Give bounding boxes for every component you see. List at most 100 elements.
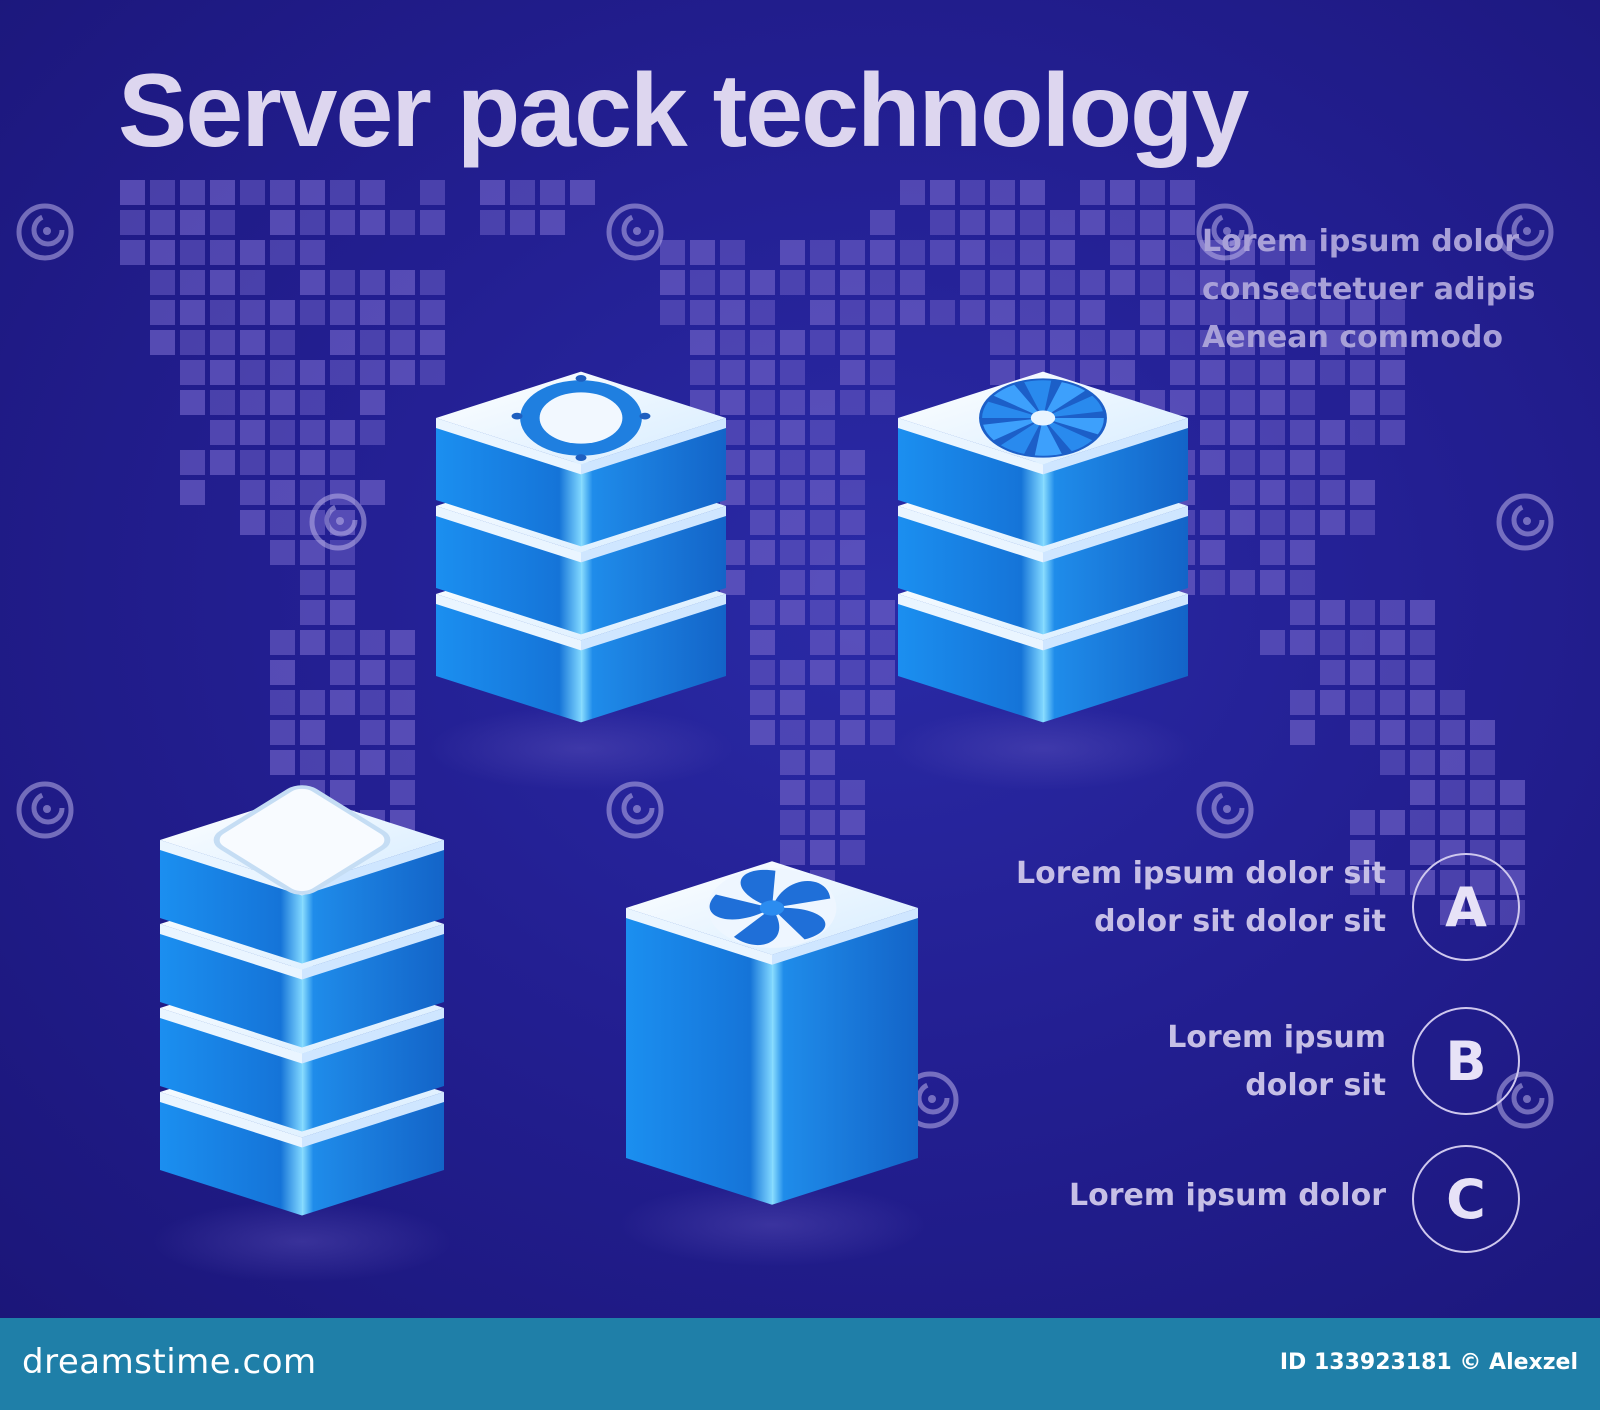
map-pixel bbox=[390, 330, 415, 355]
map-pixel bbox=[840, 810, 865, 835]
map-pixel bbox=[120, 210, 145, 235]
map-pixel bbox=[1260, 510, 1285, 535]
map-pixel bbox=[360, 420, 385, 445]
map-pixel bbox=[780, 720, 805, 745]
map-pixel bbox=[750, 660, 775, 685]
map-pixel bbox=[1410, 720, 1435, 745]
map-pixel bbox=[330, 450, 355, 475]
map-pixel bbox=[180, 180, 205, 205]
map-pixel bbox=[1230, 270, 1255, 295]
map-pixel bbox=[270, 690, 295, 715]
map-pixel bbox=[1410, 600, 1435, 625]
map-pixel bbox=[270, 180, 295, 205]
map-pixel bbox=[150, 330, 175, 355]
map-pixel bbox=[810, 270, 835, 295]
map-pixel bbox=[420, 270, 445, 295]
chip-icon bbox=[213, 785, 391, 895]
map-pixel bbox=[960, 210, 985, 235]
map-pixel bbox=[1290, 300, 1315, 325]
map-pixel bbox=[240, 240, 265, 265]
info-line: Lorem ipsum dolor sit bbox=[1016, 856, 1386, 891]
map-pixel bbox=[870, 240, 895, 265]
map-pixel bbox=[780, 360, 805, 385]
map-pixel bbox=[1410, 810, 1435, 835]
map-pixel bbox=[930, 180, 955, 205]
map-pixel bbox=[900, 180, 925, 205]
map-pixel bbox=[840, 780, 865, 805]
map-pixel bbox=[1080, 180, 1105, 205]
map-pixel bbox=[960, 300, 985, 325]
map-pixel bbox=[1200, 420, 1225, 445]
map-pixel bbox=[810, 570, 835, 595]
map-pixel bbox=[120, 180, 145, 205]
map-pixel bbox=[1320, 360, 1345, 385]
map-pixel bbox=[1290, 270, 1315, 295]
map-pixel bbox=[1410, 660, 1435, 685]
map-pixel bbox=[1320, 450, 1345, 475]
map-pixel bbox=[1350, 840, 1375, 865]
map-pixel bbox=[660, 270, 685, 295]
description-line: Aenean commodo bbox=[1202, 320, 1503, 355]
map-pixel bbox=[840, 510, 865, 535]
map-pixel bbox=[420, 180, 445, 205]
map-pixel bbox=[390, 660, 415, 685]
map-pixel bbox=[420, 300, 445, 325]
map-pixel bbox=[960, 180, 985, 205]
map-pixel bbox=[810, 540, 835, 565]
map-pixel bbox=[1380, 870, 1405, 895]
info-item-b-text: Lorem ipsum dolor sit bbox=[1167, 1014, 1386, 1110]
map-pixel bbox=[1380, 300, 1405, 325]
info-line: Lorem ipsum bbox=[1167, 1020, 1386, 1055]
map-pixel bbox=[300, 360, 325, 385]
map-pixel bbox=[270, 450, 295, 475]
map-pixel bbox=[210, 330, 235, 355]
artwork bbox=[16, 180, 1554, 1283]
map-pixel bbox=[300, 210, 325, 235]
map-pixel bbox=[750, 690, 775, 715]
server-tower bbox=[428, 371, 734, 791]
watermark-spiral-icon bbox=[1496, 203, 1554, 261]
map-pixel bbox=[300, 630, 325, 655]
map-pixel bbox=[1110, 180, 1135, 205]
footer-site[interactable]: dreamstime.com bbox=[22, 1342, 317, 1382]
map-pixel bbox=[750, 720, 775, 745]
map-pixel bbox=[1230, 570, 1255, 595]
map-pixel bbox=[1350, 810, 1375, 835]
map-pixel bbox=[420, 330, 445, 355]
map-pixel bbox=[510, 180, 535, 205]
map-pixel bbox=[1380, 690, 1405, 715]
map-pixel bbox=[1440, 720, 1465, 745]
map-pixel bbox=[690, 330, 715, 355]
map-pixel bbox=[1140, 330, 1165, 355]
map-pixel bbox=[330, 660, 355, 685]
map-pixel bbox=[750, 450, 775, 475]
map-pixel bbox=[1170, 180, 1195, 205]
map-pixel bbox=[270, 510, 295, 535]
map-pixel bbox=[870, 630, 895, 655]
map-pixel bbox=[690, 240, 715, 265]
map-pixel bbox=[1410, 840, 1435, 865]
map-pixel bbox=[840, 300, 865, 325]
map-pixel bbox=[360, 690, 385, 715]
map-pixel bbox=[1350, 870, 1375, 895]
map-pixel bbox=[1350, 690, 1375, 715]
map-pixel bbox=[1200, 540, 1225, 565]
map-pixel bbox=[870, 210, 895, 235]
map-pixel bbox=[750, 540, 775, 565]
map-pixel bbox=[300, 270, 325, 295]
map-pixel bbox=[840, 690, 865, 715]
map-pixel bbox=[840, 450, 865, 475]
map-pixel bbox=[810, 420, 835, 445]
map-pixel bbox=[1230, 300, 1255, 325]
map-pixel bbox=[1230, 330, 1255, 355]
server-tower bbox=[890, 371, 1196, 791]
map-pixel bbox=[1290, 630, 1315, 655]
map-pixel bbox=[780, 450, 805, 475]
map-pixel bbox=[1200, 570, 1225, 595]
map-pixel bbox=[330, 270, 355, 295]
map-pixel bbox=[750, 330, 775, 355]
map-pixel bbox=[1080, 210, 1105, 235]
map-pixel bbox=[360, 390, 385, 415]
map-pixel bbox=[1020, 330, 1045, 355]
map-pixel bbox=[1200, 330, 1225, 355]
